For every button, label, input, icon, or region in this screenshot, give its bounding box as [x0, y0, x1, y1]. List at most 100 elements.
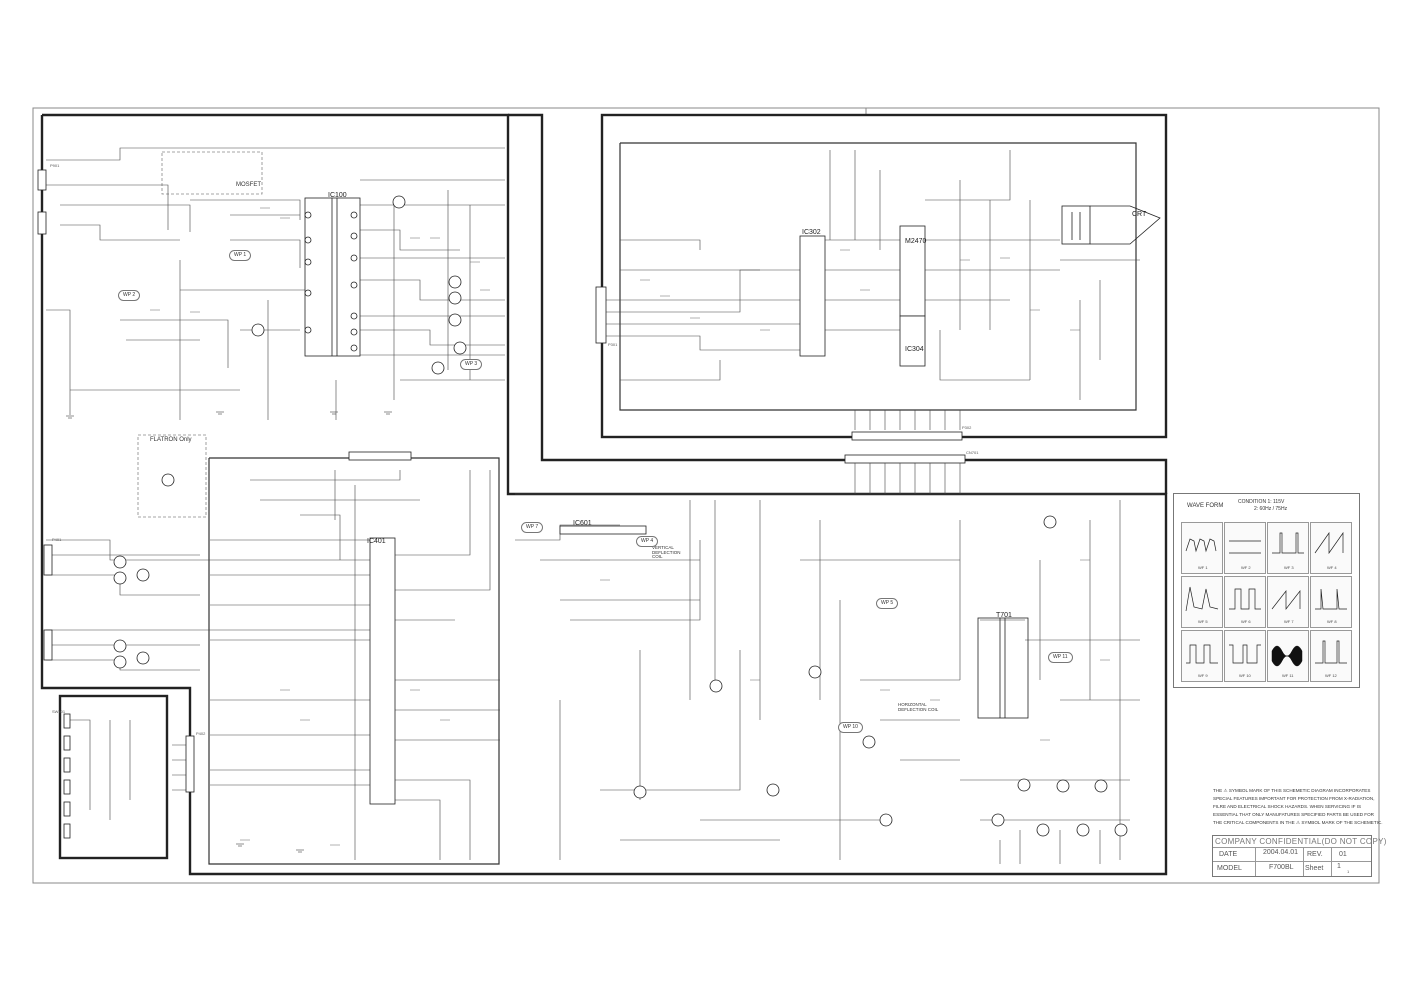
waveform-cell-5-name: WF 5 [1198, 619, 1208, 624]
interconnect-bus [844, 431, 966, 464]
wires-micom [46, 470, 500, 860]
fbt-connector-label: CN701 [966, 450, 979, 455]
edge-connectors [37, 169, 607, 793]
waveform-cell-10: WF 10 [1224, 630, 1266, 682]
component-ticks [150, 207, 1110, 846]
vertical-deflection-coil-note: VERTICAL DEFLECTION COIL [652, 545, 681, 559]
wires-video [600, 150, 1140, 430]
waveform-cell-6-name: WF 6 [1241, 619, 1251, 624]
waveform-2-trace [1229, 540, 1261, 554]
waveform-7-trace [1271, 589, 1301, 611]
waveform-10-trace [1229, 644, 1261, 664]
waveform-cell-3-name: WF 3 [1284, 565, 1294, 570]
waveform-condition-1: CONDITION 1: 115V [1238, 499, 1285, 505]
waveform-cell-4: WF 4 [1310, 522, 1352, 574]
wp4-bubble: WP 4 [636, 536, 659, 547]
video-connector-label: P301 [608, 342, 618, 347]
waveform-cell-2-name: WF 2 [1241, 565, 1251, 570]
notice-line-5: THE CRITICAL COMPONENTS IN THE ⚠ SYMBOL … [1213, 820, 1383, 825]
waveform-cell-12-name: WF 12 [1325, 673, 1337, 678]
waveform-cell-6: WF 6 [1224, 576, 1266, 628]
waveform-cell-2: WF 2 [1224, 522, 1266, 574]
waveform-11-trace [1271, 645, 1303, 667]
waveform-cell-3: WF 3 [1267, 522, 1309, 574]
wp5-bubble: WP 5 [876, 598, 899, 609]
waveform-8-trace [1315, 588, 1347, 610]
notice-line-4: ESSENTIAL THAT ONLY MANUFATURES SPECIFIE… [1213, 812, 1374, 817]
notice-line-2: SPECIAL FEATURES IMPORTANT FOR PROTECTIO… [1213, 796, 1375, 801]
title-block-divider-2 [1213, 861, 1371, 862]
waveform-cell-9-name: WF 9 [1198, 673, 1208, 678]
waveform-cell-5: WF 5 [1181, 576, 1223, 628]
waveform-9-trace [1186, 644, 1218, 664]
waveform-cell-7: WF 7 [1267, 576, 1309, 628]
inner-frames [208, 142, 1160, 865]
sheet-value: 1 [1337, 863, 1341, 870]
transistors [113, 195, 1128, 837]
wp3-bubble: WP 3 [460, 359, 483, 370]
micom-ic [369, 537, 396, 805]
waveform-cell-8-name: WF 8 [1327, 619, 1337, 624]
waveform-condition-2: 2: 60Hz / 75Hz [1254, 506, 1288, 512]
waveform-3-trace [1272, 532, 1304, 554]
waveform-cell-7-name: WF 7 [1284, 619, 1294, 624]
wires-deflection [515, 500, 1140, 864]
key-switches [63, 713, 71, 839]
dsub-connector-label: P401 [52, 537, 62, 542]
waveform-cell-4-name: WF 4 [1327, 565, 1337, 570]
dashed-boxes [137, 151, 263, 518]
notice-line-1: THE ⚠ SYMBOL MARK OF THIS SCHEMETIC DIAG… [1213, 788, 1371, 793]
fbt-transformer [977, 617, 1029, 719]
wires-power [46, 147, 505, 420]
waveform-title: WAVE FORM [1187, 503, 1224, 509]
mosfet-note: MOSFET [236, 182, 261, 188]
crt-label: CRT [1132, 211, 1147, 218]
waveform-cell-11-name: WF 11 [1282, 673, 1294, 678]
waveform-panel: WAVE FORM CONDITION 1: 115V 2: 60Hz / 75… [1173, 493, 1360, 688]
bridge-connector-label: P302 [962, 425, 972, 430]
date-label: DATE [1219, 851, 1238, 858]
power-key-label: SW401 [52, 709, 66, 714]
waveform-cell-8: WF 8 [1310, 576, 1352, 628]
video-ic-a-label: IC302 [802, 229, 821, 236]
flatron-only-note: FLATRON Only [150, 437, 192, 443]
key-connector-label: P402 [196, 731, 206, 736]
video-ic-b-label: IC304 [905, 346, 924, 353]
title-block-vline-3 [1331, 847, 1332, 876]
micom-ic-label: IC401 [367, 538, 386, 545]
wp10-bubble: WP 10 [838, 722, 863, 733]
waveform-4-trace [1314, 531, 1344, 555]
waveform-cell-11: WF 11 [1267, 630, 1309, 682]
sheet-label: Sheet [1305, 865, 1324, 872]
waveform-cell-12: WF 12 [1310, 630, 1352, 682]
wp2-bubble: WP 2 [118, 290, 141, 301]
vertical-ic-label: IC601 [573, 520, 592, 527]
power-transformer-label: IC100 [328, 192, 347, 199]
osd-ic-label: M2470 [905, 238, 927, 245]
confidential-text: COMPANY CONFIDENTIAL(DO NOT COPY) [1215, 837, 1387, 846]
sheet-of: 1 [1347, 869, 1350, 874]
title-block-vline-1 [1255, 847, 1256, 876]
title-block-vline-2 [1303, 847, 1304, 876]
waveform-6-trace [1229, 588, 1261, 610]
safety-notice: THE ⚠ SYMBOL MARK OF THIS SCHEMETIC DIAG… [1213, 788, 1383, 836]
crt-outline [1061, 205, 1161, 245]
title-block: COMPANY CONFIDENTIAL(DO NOT COPY) DATE 2… [1212, 835, 1386, 877]
model-value: F700BL [1269, 864, 1294, 871]
waveform-cell-9: WF 9 [1181, 630, 1223, 682]
waveform-cell-1: WF 1 [1181, 522, 1223, 574]
waveform-12-trace [1315, 640, 1347, 664]
vertical-ic [559, 525, 647, 535]
title-block-divider-1 [1213, 847, 1371, 848]
notice-line-3: FILRE AND ELECTRICAL SHOCK HAZARDS. WHEN… [1213, 804, 1362, 809]
wp11-bubble: WP 11 [1048, 652, 1073, 663]
waveform-cell-10-name: WF 10 [1239, 673, 1251, 678]
waveform-1-trace [1185, 538, 1217, 553]
power-transformer [304, 197, 361, 357]
rev-value: 01 [1339, 851, 1347, 858]
horizontal-deflection-coil-note: HORIZONTAL DEFLECTION COIL [898, 702, 939, 712]
wp7-bubble: WP 7 [521, 522, 544, 533]
sheet-border [32, 107, 1380, 884]
waveform-5-trace [1185, 586, 1219, 612]
rev-label: REV. [1307, 851, 1323, 858]
